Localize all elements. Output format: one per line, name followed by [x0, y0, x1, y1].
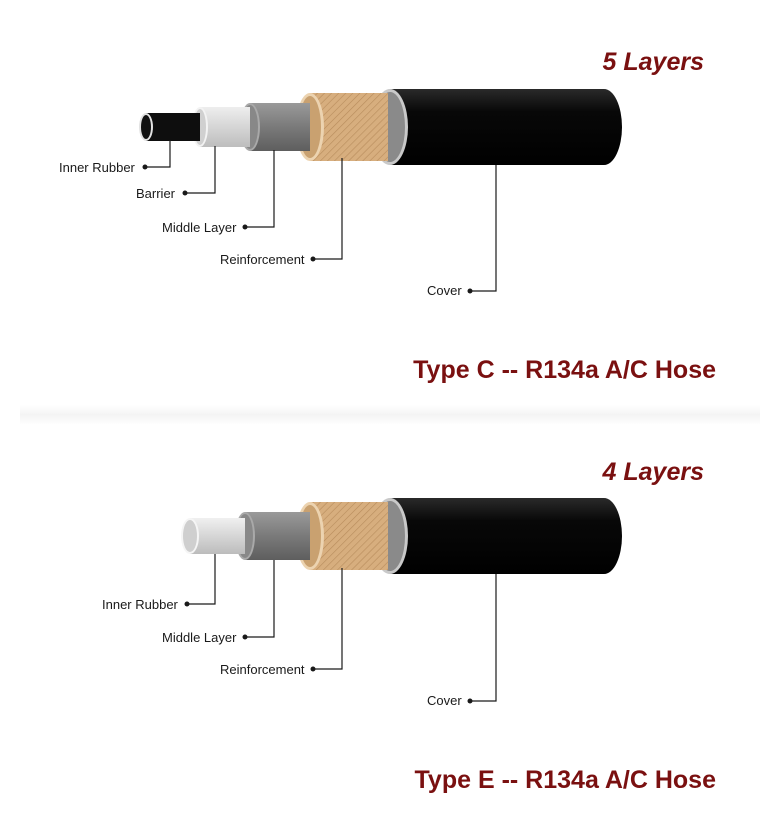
- inner-rubber-layer: [181, 518, 245, 554]
- hose-type-title: Type E -- R134a A/C Hose: [414, 766, 716, 794]
- layers-count-title: 5 Layers: [602, 48, 704, 76]
- leader-dots: [142, 164, 473, 294]
- label-barrier: Barrier: [136, 186, 176, 201]
- panel-separator: [20, 405, 760, 425]
- label-inner-rubber: Inner Rubber: [59, 160, 135, 175]
- leader-lines: [187, 554, 497, 702]
- label-cover: Cover: [427, 693, 462, 708]
- label-middle-layer: Middle Layer: [162, 630, 237, 645]
- label-middle-layer: Middle Layer: [162, 220, 237, 235]
- middle-layer: [235, 512, 310, 560]
- hose-type-title: Type C -- R134a A/C Hose: [413, 356, 716, 384]
- middle-layer: [240, 103, 310, 151]
- cover-layer: [372, 498, 622, 574]
- type-e-hose-diagram: [181, 498, 622, 704]
- label-inner-rubber: Inner Rubber: [102, 597, 178, 612]
- type-e-panel: 4 Layers Type E -- R134a A/C Hose Inner …: [0, 412, 780, 824]
- barrier-layer: [192, 107, 250, 147]
- leader-dots: [184, 601, 473, 704]
- inner-rubber-layer: [139, 113, 200, 141]
- type-c-hose-diagram: [139, 89, 622, 294]
- type-c-panel: 5 Layers Type C -- R134a A/C Hose Inner …: [59, 48, 716, 384]
- label-reinforcement: Reinforcement: [220, 662, 305, 677]
- label-cover: Cover: [427, 283, 462, 298]
- leader-lines: [145, 140, 497, 292]
- layers-count-title: 4 Layers: [602, 458, 704, 486]
- cover-layer: [372, 89, 622, 165]
- label-reinforcement: Reinforcement: [220, 252, 305, 267]
